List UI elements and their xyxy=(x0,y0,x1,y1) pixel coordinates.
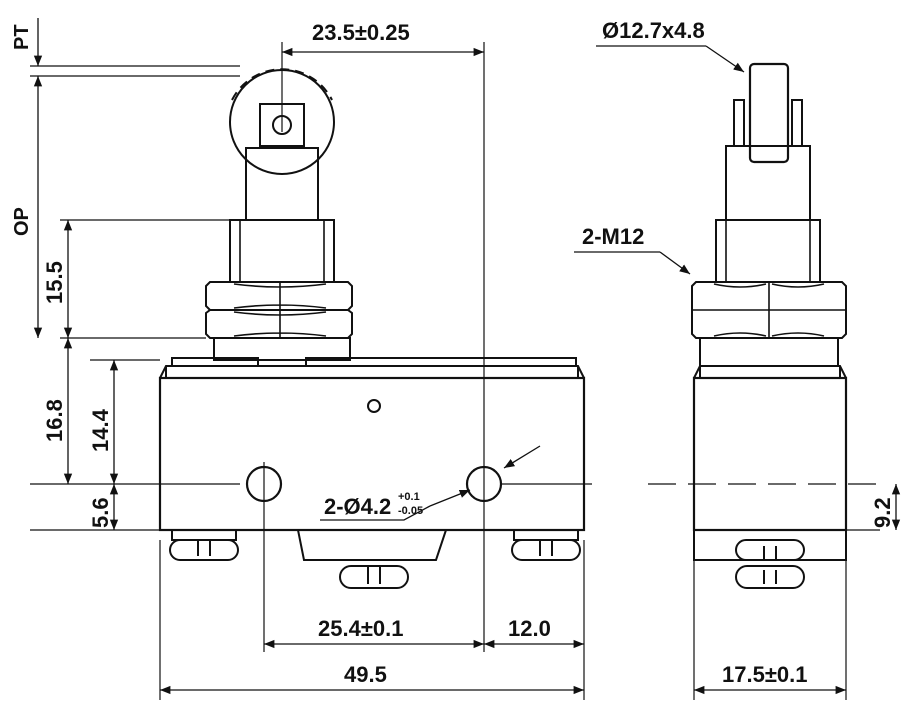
plunger-stem xyxy=(245,147,319,221)
threaded-bushing xyxy=(229,219,335,283)
side-hex-nuts xyxy=(691,281,847,339)
label-side-width: 17.5±0.1 xyxy=(722,662,807,687)
label-hole-tol-lower: -0.05 xyxy=(398,505,423,517)
side-view: Ø12.7x4.8 2-M12 9.2 17.5±0.1 xyxy=(574,18,901,700)
label-op: OP xyxy=(11,207,33,236)
side-collar xyxy=(699,337,839,367)
front-view: PT OP 23.5±0.25 15.5 16.8 14.4 5.6 2-Ø4.… xyxy=(11,18,592,700)
hole-leader xyxy=(320,505,431,521)
label-hole-spacing: 25.4±0.1 xyxy=(318,616,403,641)
label-roller-spec: Ø12.7x4.8 xyxy=(602,18,705,43)
body-top-rim xyxy=(159,365,585,379)
label-plunger-height: 15.5 xyxy=(42,261,67,304)
terminal-screw-center xyxy=(339,565,409,589)
label-side-hole-height: 9.2 xyxy=(870,497,895,528)
label-top-width: 23.5±0.25 xyxy=(312,20,410,45)
bottom-terminal-block xyxy=(297,529,447,561)
body-small-hole xyxy=(367,399,381,413)
side-roller-bracket xyxy=(733,99,803,146)
side-terminal-screw xyxy=(735,539,805,589)
terminal-screw-left xyxy=(169,530,239,561)
label-hole-tol-upper: +0.1 xyxy=(398,491,420,503)
label-hole-height: 5.6 xyxy=(88,497,113,528)
terminal-screw-right xyxy=(511,530,581,561)
switch-body xyxy=(158,376,586,532)
label-hole-spec: 2-Ø4.2 xyxy=(324,494,391,519)
hex-nut-lower xyxy=(205,309,353,339)
label-height-outer: 16.8 xyxy=(42,399,67,442)
side-stem xyxy=(725,145,811,221)
side-bottom-block xyxy=(693,529,847,561)
label-pt: PT xyxy=(11,24,33,50)
label-hole-to-edge: 12.0 xyxy=(508,616,551,641)
label-height-inner: 14.4 xyxy=(88,408,113,452)
side-body xyxy=(692,376,848,532)
hex-nut-upper xyxy=(205,281,353,311)
label-overall-width: 49.5 xyxy=(344,662,387,687)
label-thread-spec: 2-M12 xyxy=(582,224,644,249)
side-roller xyxy=(748,62,790,164)
side-bushing xyxy=(715,219,821,283)
plunger-collar xyxy=(213,337,351,361)
